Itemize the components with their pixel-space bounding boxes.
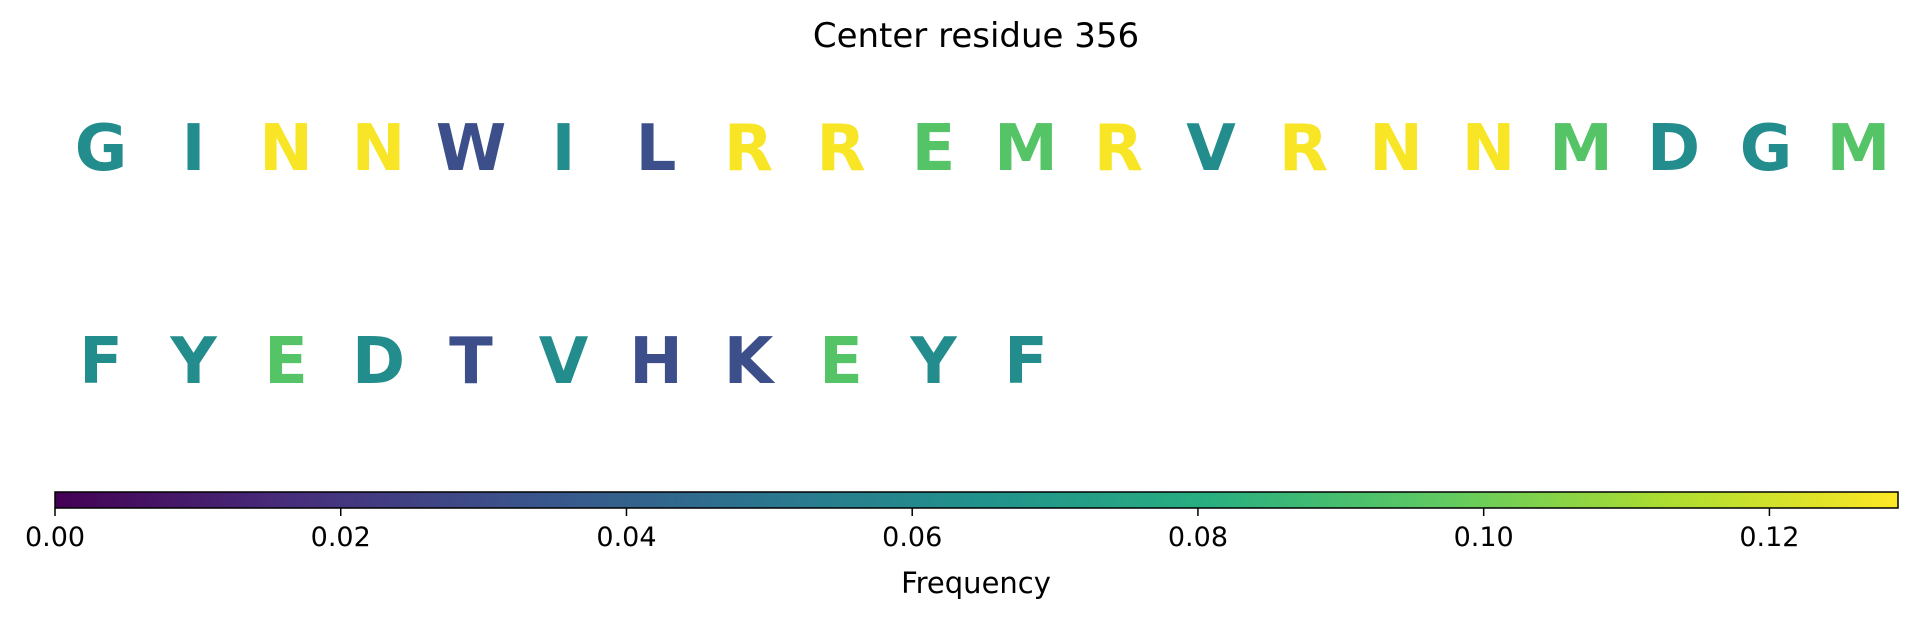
residue-letter: R	[1279, 112, 1328, 186]
residue-letter: W	[436, 112, 507, 186]
residue-letter: R	[816, 112, 865, 186]
residue-letter: L	[636, 112, 677, 186]
residue-letter: I	[552, 112, 576, 186]
residue-letter: F	[79, 325, 123, 399]
colorbar-tick-label: 0.12	[1739, 522, 1799, 553]
colorbar-gradient	[54, 491, 1899, 509]
residue-letter: V	[539, 325, 589, 399]
residue-letter: V	[1186, 112, 1236, 186]
residue-letter: D	[352, 325, 405, 399]
colorbar-label: Frequency	[901, 566, 1051, 600]
colorbar-tick-label: 0.06	[882, 522, 942, 553]
colorbar: 0.00 0.02 0.04 0.06 0.08 0.10 0.12 Frequency	[25, 491, 1899, 600]
residue-letter: D	[1647, 112, 1700, 186]
residue-letter: N	[352, 112, 406, 186]
colorbar-tick-label: 0.00	[25, 522, 85, 553]
residue-letter: M	[994, 112, 1058, 186]
residue-letter: N	[1462, 112, 1516, 186]
residue-letter: G	[1740, 112, 1793, 186]
colorbar-tick-label: 0.10	[1454, 522, 1514, 553]
colorbar-ticks: 0.00 0.02 0.04 0.06 0.08 0.10 0.12	[25, 508, 1799, 553]
residue-letter: G	[75, 112, 128, 186]
residue-letter: F	[1004, 325, 1048, 399]
residue-letter: N	[1369, 112, 1423, 186]
residue-letter: M	[1827, 112, 1891, 186]
residue-letter: Y	[169, 325, 217, 399]
residue-letter: E	[264, 325, 308, 399]
residue-letter: M	[1549, 112, 1613, 186]
colorbar-tick-label: 0.02	[311, 522, 371, 553]
colorbar-tick-label: 0.04	[596, 522, 656, 553]
residue-letter: H	[629, 325, 683, 399]
residue-letter: R	[1094, 112, 1143, 186]
residue-letter: E	[819, 325, 863, 399]
residue-letter: N	[259, 112, 313, 186]
residue-letter: E	[912, 112, 956, 186]
residue-letter: I	[182, 112, 206, 186]
residue-letter: T	[449, 325, 493, 399]
residue-letter: R	[724, 112, 773, 186]
chart-title: Center residue 356	[813, 16, 1139, 56]
residue-letter: Y	[909, 325, 957, 399]
colorbar-tick-label: 0.08	[1168, 522, 1228, 553]
residue-letter: K	[724, 325, 776, 399]
